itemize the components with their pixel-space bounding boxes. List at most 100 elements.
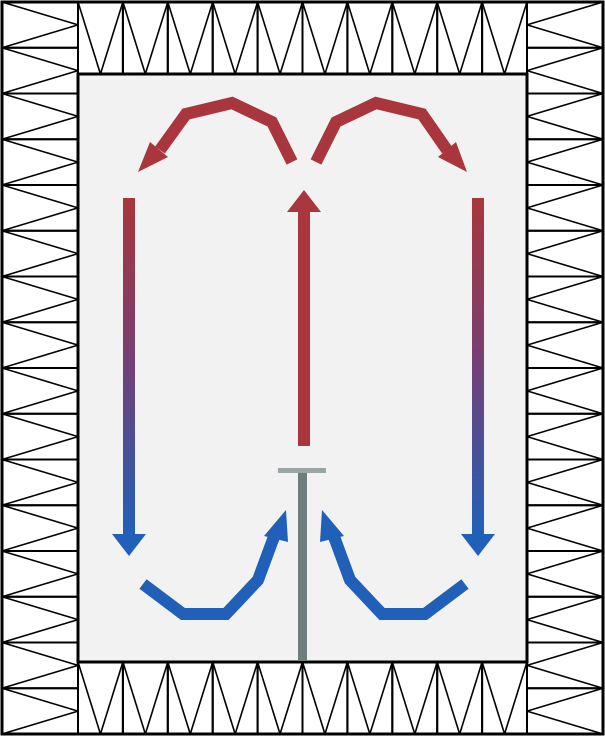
insulation-top-zig <box>436 1 461 75</box>
insulation-bottom-zig <box>144 661 169 735</box>
insulation-left-zig <box>1 573 79 598</box>
arrow-bottom-left-curve-body <box>139 531 281 620</box>
insulation-right-zig <box>526 618 604 644</box>
insulation-right-zig <box>526 229 604 255</box>
insulation-left-zig <box>1 458 79 484</box>
heater-post-rod <box>298 472 307 660</box>
arrow-up-center <box>287 190 321 446</box>
insulation-left-zig <box>1 252 79 278</box>
insulation-left-zig <box>1 298 79 324</box>
insulation-right-zig <box>526 435 604 461</box>
insulation-left-zig <box>1 115 79 141</box>
insulation-right-zig <box>526 184 604 209</box>
insulation-right-zig <box>526 595 604 621</box>
insulation-bottom-zig <box>436 661 461 735</box>
insulation-bottom-zig <box>77 661 102 735</box>
arrow-down-right-head <box>461 534 495 556</box>
insulation-bottom-zig <box>99 661 124 735</box>
insulation-right-zig <box>526 550 604 575</box>
insulation-left-zig <box>1 481 79 507</box>
insulation-bottom-zig <box>279 661 304 735</box>
insulation-left-zig <box>1 207 79 232</box>
arrow-bottom-left-curve <box>139 510 288 620</box>
insulation-bottom-zig <box>458 661 483 735</box>
insulation-left-zig <box>1 504 79 529</box>
insulation-right-zig <box>526 390 604 415</box>
insulation-right-zig <box>526 115 604 141</box>
insulation-left-zig <box>1 184 79 209</box>
arrow-bottom-right-curve-body <box>327 531 469 620</box>
arrow-top-left-curve-head <box>138 142 168 172</box>
insulation-bottom-zig <box>122 661 147 735</box>
arrow-down-right-shaft <box>472 198 484 534</box>
insulation-bottom-zig <box>481 661 506 735</box>
insulation-left-zig <box>1 275 79 301</box>
arrow-top-right-curve <box>310 96 467 172</box>
insulation-top-zig <box>458 1 483 75</box>
arrow-up-center-head <box>287 190 321 212</box>
insulation-top-zig <box>301 1 326 75</box>
insulation-right-zig <box>526 92 604 118</box>
insulation-right-zig <box>526 46 604 72</box>
insulation-bottom-zig <box>324 661 349 735</box>
insulation-top-zig <box>211 1 236 75</box>
insulation-right-zig <box>526 481 604 507</box>
heater-post <box>278 468 326 660</box>
insulation-left-zig <box>1 46 79 72</box>
insulation-left-zig <box>1 1 79 26</box>
insulation-right-zig <box>526 573 604 598</box>
insulation-bottom-zig <box>503 661 528 735</box>
insulation-bottom-zig <box>369 661 394 735</box>
insulation-left-zig <box>1 618 79 644</box>
insulation-left-zig <box>1 24 79 49</box>
insulation-left-zig <box>1 664 79 690</box>
insulation-top-zig <box>279 1 304 75</box>
insulation-left-zig <box>1 710 79 735</box>
arrow-bottom-left-curve-head <box>264 510 288 542</box>
insulation-top-zig <box>413 1 438 75</box>
insulation-left-zig <box>1 435 79 461</box>
heater-post-cap <box>278 468 326 473</box>
insulation-right-zig <box>526 367 604 392</box>
insulation-bottom-zig <box>346 661 371 735</box>
insulation-right-zig <box>526 687 604 712</box>
insulation-right-zig <box>526 275 604 301</box>
insulation-left-zig <box>1 344 79 369</box>
arrow-down-left-shaft <box>123 198 135 534</box>
arrow-top-right-curve-body <box>310 96 452 165</box>
insulation-left-zig <box>1 229 79 255</box>
insulation-top-zig <box>234 1 259 75</box>
insulation-bottom-zig <box>413 661 438 735</box>
insulation-bottom-zig <box>167 661 192 735</box>
insulation-top-zig <box>391 1 416 75</box>
insulation-left-zig <box>1 412 79 438</box>
arrow-bottom-right-curve <box>320 510 469 620</box>
insulation-bottom-zig <box>301 661 326 735</box>
insulation-right-zig <box>526 458 604 484</box>
insulation-left-zig <box>1 527 79 552</box>
insulation-top-zig <box>77 1 102 75</box>
insulation-left-zig <box>1 550 79 575</box>
insulation-right-zig <box>526 161 604 186</box>
insulation-top-zig <box>503 1 528 75</box>
arrow-down-right <box>461 198 495 556</box>
insulation-top-zig <box>324 1 349 75</box>
arrow-down-left-head <box>112 534 146 556</box>
arrow-top-left-curve <box>138 96 298 172</box>
insulation-left-zig <box>1 161 79 186</box>
insulation-left-zig <box>1 92 79 118</box>
insulation-right-zig <box>526 527 604 552</box>
insulation-top-zig <box>346 1 371 75</box>
insulation-right-zig <box>526 344 604 369</box>
insulation-right-zig <box>526 664 604 690</box>
insulation-right-zig <box>526 138 604 163</box>
arrow-down-left <box>112 198 146 556</box>
insulation-left-zig <box>1 138 79 163</box>
insulation-right-zig <box>526 207 604 232</box>
insulation-top-zig <box>481 1 506 75</box>
insulation-right-zig <box>526 710 604 735</box>
insulation-right-zig <box>526 321 604 346</box>
insulation-left-zig <box>1 321 79 346</box>
